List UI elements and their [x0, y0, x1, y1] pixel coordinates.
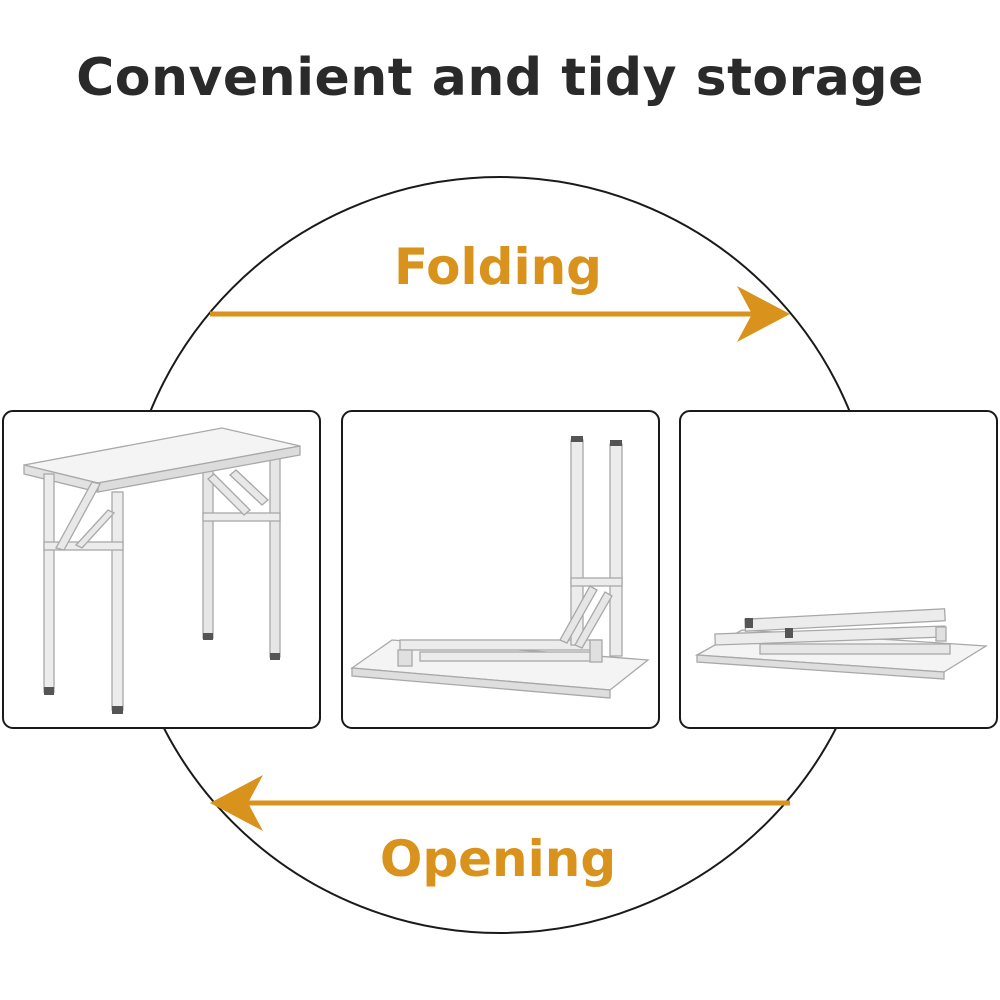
opening-label: Opening [380, 830, 616, 888]
unfolded-table-illustration [23, 427, 301, 714]
panel-fully-folded-table [679, 410, 998, 729]
folding-arrow [210, 286, 790, 342]
folding-label: Folding [394, 238, 602, 296]
half-folded-table-illustration [350, 436, 650, 699]
fully-folded-table-illustration [694, 608, 989, 680]
panel-unfolded-table [2, 410, 321, 729]
panel-half-folded-table [341, 410, 660, 729]
opening-arrow [210, 775, 790, 831]
page-title: Convenient and tidy storage [76, 48, 924, 108]
